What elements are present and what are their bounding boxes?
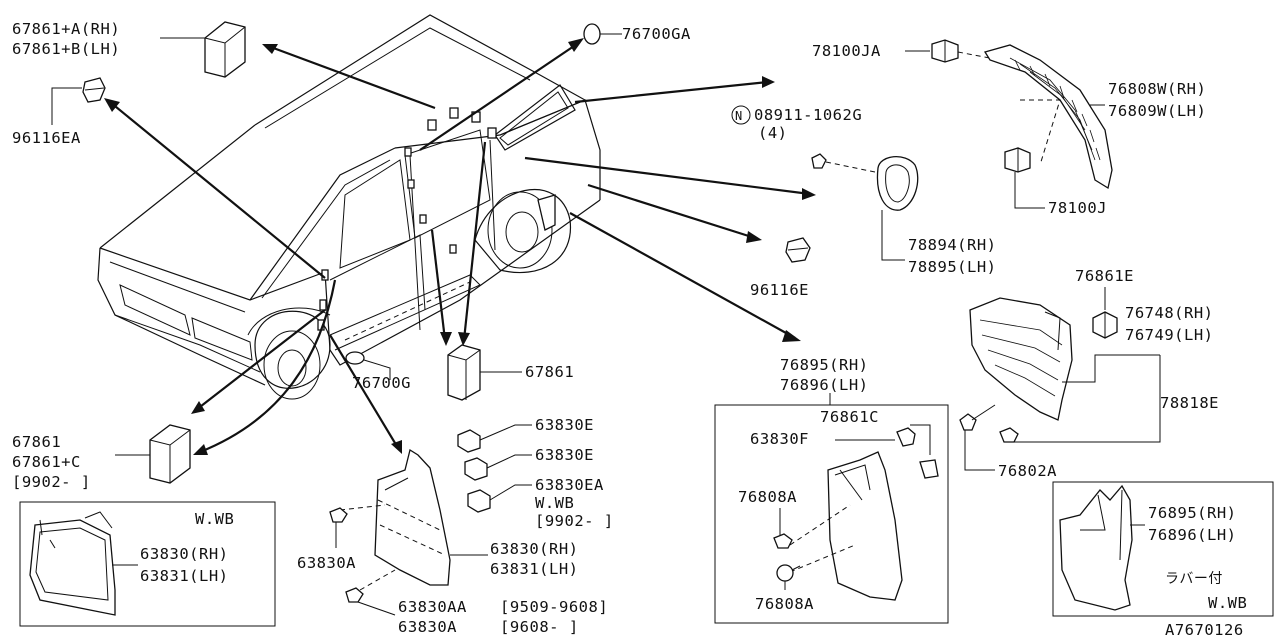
label-78818e: 78818E bbox=[1160, 394, 1219, 412]
label-63831-lh: 63831(LH) bbox=[490, 560, 579, 578]
label-rubber: ラバー付 bbox=[1165, 571, 1223, 587]
label-78100ja: 78100JA bbox=[812, 42, 881, 60]
label-63830f: 63830F bbox=[750, 430, 809, 448]
pad-67861-ab bbox=[204, 21, 246, 78]
mud-guard-76895-box bbox=[714, 404, 949, 624]
label-67861-a: 67861+A(RH) bbox=[12, 20, 120, 38]
nut-08911 bbox=[811, 153, 827, 169]
vehicle-illustration bbox=[97, 14, 601, 400]
label-76748: 76748(RH) bbox=[1125, 304, 1214, 322]
label-76808a-2: 76808A bbox=[755, 595, 814, 613]
clip-78100ja bbox=[931, 39, 959, 63]
diagram-code: A7670126 bbox=[1165, 621, 1244, 639]
label-96116e: 96116E bbox=[750, 281, 809, 299]
label-76700g: 76700G bbox=[352, 374, 411, 392]
label-67861-mid: 67861 bbox=[525, 363, 574, 381]
mud-guard-wwb-left bbox=[29, 511, 116, 616]
label-9902-b: [9902- ] bbox=[535, 512, 614, 530]
screw-78818e bbox=[999, 427, 1019, 443]
rivet-76808a-2 bbox=[776, 564, 801, 582]
label-76700ga: 76700GA bbox=[622, 25, 691, 43]
label-9608: [9608- ] bbox=[500, 618, 579, 636]
label-08911: 08911-1062G bbox=[754, 106, 862, 124]
clip-76861e bbox=[1092, 311, 1118, 339]
fender-moulding-76808w bbox=[983, 44, 1113, 190]
seal-78894 bbox=[876, 156, 919, 211]
label-76895-a: 76895(RH) bbox=[780, 356, 869, 374]
label-67861-c2: 67861+C bbox=[12, 453, 81, 471]
label-n-symbol: N bbox=[735, 109, 743, 123]
screw-76802a-1 bbox=[959, 404, 996, 431]
label-76896-a: 76896(LH) bbox=[780, 376, 869, 394]
clips-63830e bbox=[457, 429, 491, 513]
label-67861-c1: 67861 bbox=[12, 433, 61, 451]
mud-guard-rubber bbox=[1059, 484, 1133, 611]
plug-76700g bbox=[345, 351, 365, 365]
label-wwb-1: W.WB bbox=[195, 510, 234, 528]
clip-96116e bbox=[785, 237, 811, 263]
label-63830e-1: 63830E bbox=[535, 416, 594, 434]
label-76809w: 76809W(LH) bbox=[1108, 102, 1206, 120]
screw-76808a-1 bbox=[773, 533, 793, 549]
label-78100j: 78100J bbox=[1048, 199, 1107, 217]
label-wwb-3: W.WB bbox=[1208, 594, 1247, 612]
label-76861e: 76861E bbox=[1075, 267, 1134, 285]
clip-78100j bbox=[1004, 147, 1031, 173]
label-76808w: 76808W(RH) bbox=[1108, 80, 1206, 98]
pad-67861-c bbox=[149, 424, 191, 484]
clip-63830f bbox=[896, 427, 916, 447]
label-96116ea: 96116EA bbox=[12, 129, 81, 147]
wwb-left-box bbox=[19, 501, 276, 627]
clip-76861c bbox=[919, 459, 939, 479]
pad-67861 bbox=[447, 344, 481, 401]
label-76895-b: 76895(RH) bbox=[1148, 504, 1237, 522]
label-76749: 76749(LH) bbox=[1125, 326, 1214, 344]
label-67861-b: 67861+B(LH) bbox=[12, 40, 120, 58]
label-76802a: 76802A bbox=[998, 462, 1057, 480]
reference-arrows bbox=[104, 38, 816, 455]
clip-96116ea bbox=[82, 77, 106, 103]
n-symbol-icon bbox=[731, 105, 751, 125]
label-76808a-1: 76808A bbox=[738, 488, 797, 506]
label-63830a-1: 63830A bbox=[297, 554, 356, 572]
mud-guard-63830 bbox=[374, 448, 451, 586]
label-63830ea: 63830EA bbox=[535, 476, 604, 494]
label-63830a-2: 63830A bbox=[398, 618, 457, 636]
label-63830aa: 63830AA bbox=[398, 598, 467, 616]
label-78894: 78894(RH) bbox=[908, 236, 997, 254]
screw-63830aa bbox=[345, 587, 364, 603]
plug-76700ga bbox=[583, 23, 601, 45]
splash-guard-76748 bbox=[969, 297, 1073, 421]
label-wwb-2: W.WB bbox=[535, 494, 574, 512]
screw-63830a-1 bbox=[329, 507, 348, 523]
label-9509-9608: [9509-9608] bbox=[500, 598, 608, 616]
label-9902-a: [9902- ] bbox=[12, 473, 91, 491]
label-76896-b: 76896(LH) bbox=[1148, 526, 1237, 544]
label-63830-rh-2: 63830(RH) bbox=[140, 545, 229, 563]
label-63830e-2: 63830E bbox=[535, 446, 594, 464]
rubber-wwb-box bbox=[1052, 481, 1274, 617]
label-63831-lh-2: 63831(LH) bbox=[140, 567, 229, 585]
label-08911-qty: (4) bbox=[758, 124, 788, 142]
label-63830-rh: 63830(RH) bbox=[490, 540, 579, 558]
mud-guard-76895 bbox=[789, 451, 903, 601]
label-76861c: 76861C bbox=[820, 408, 879, 426]
label-78895: 78895(LH) bbox=[908, 258, 997, 276]
